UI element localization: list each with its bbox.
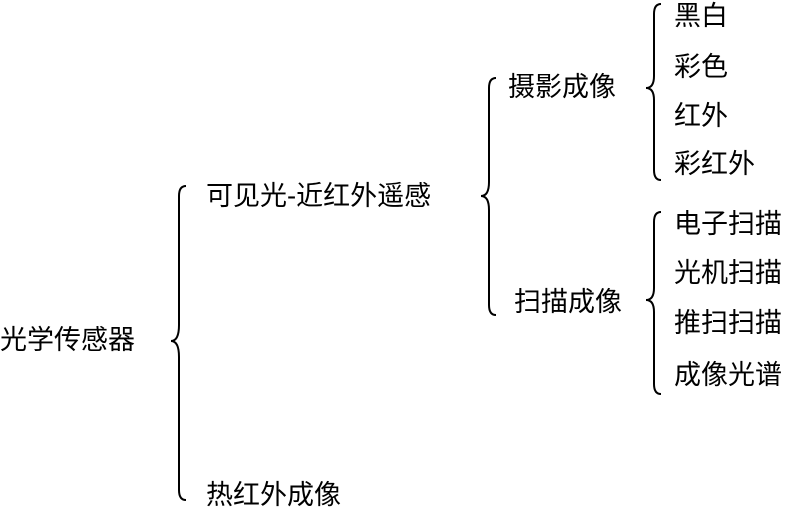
branch-thermal-ir-label: 热红外成像 <box>206 480 341 511</box>
visible-nir-brace <box>480 77 497 316</box>
sub-branch-photographic-label: 摄影成像 <box>508 72 616 103</box>
leaf-scanning: 电子扫描 <box>674 209 782 240</box>
branch-visible-nir-label: 可见光-近红外遥感 <box>206 181 432 212</box>
scanning-brace <box>645 211 662 395</box>
leaf-scanning: 推扫扫描 <box>674 308 782 339</box>
root-label: 光学传感器 <box>0 325 135 356</box>
leaf-photographic: 黑白 <box>674 1 728 32</box>
photographic-brace <box>645 3 662 181</box>
sub-branch-scanning-label: 扫描成像 <box>514 287 622 318</box>
leaf-scanning: 成像光谱 <box>674 360 782 391</box>
leaf-photographic: 彩红外 <box>674 149 755 180</box>
leaf-scanning: 光机扫描 <box>674 258 782 289</box>
leaf-photographic: 彩色 <box>674 52 728 83</box>
leaf-photographic: 红外 <box>674 101 728 132</box>
root-brace <box>170 185 187 501</box>
